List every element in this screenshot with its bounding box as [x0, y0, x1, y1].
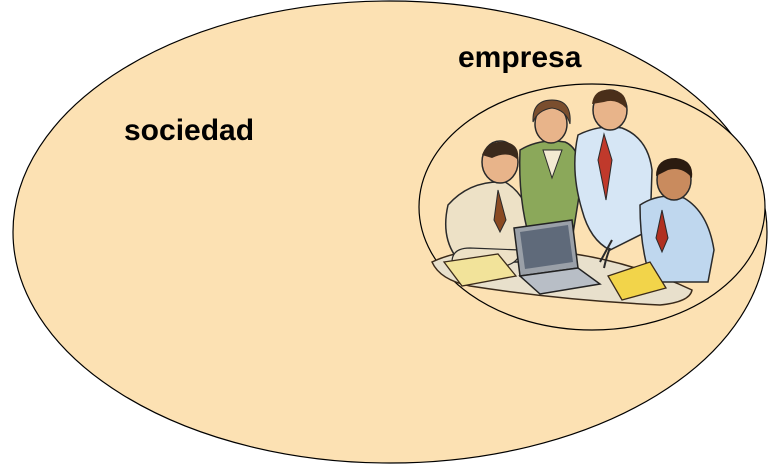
business-team-clipart	[431, 89, 715, 306]
empresa-label: empresa	[458, 41, 582, 74]
person-standing-figure	[574, 89, 653, 269]
notepad-left	[442, 253, 518, 287]
laptop-illustration	[513, 219, 602, 295]
pencil	[599, 239, 613, 263]
person-woman-figure	[518, 99, 582, 241]
person-right-figure	[639, 158, 715, 283]
notepad-right	[607, 261, 668, 301]
sociedad-label: sociedad	[124, 114, 254, 147]
